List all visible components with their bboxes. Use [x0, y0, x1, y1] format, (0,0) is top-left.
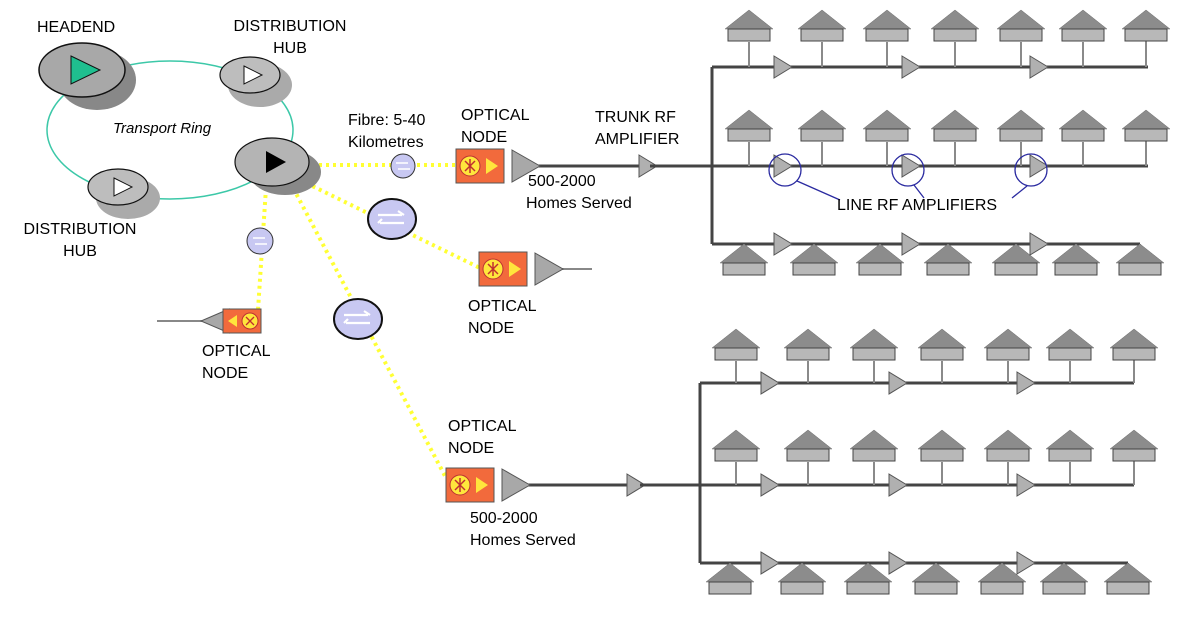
optical-node-left-label-line2: NODE [202, 365, 249, 382]
houses-row-1 [724, 9, 1171, 67]
trunk-rf-amplifier-label-line2: AMPLIFIER [595, 131, 680, 148]
houses-row-6 [705, 562, 1153, 595]
trunk-network-bottom [640, 328, 1159, 595]
line-amplifiers-bottom [760, 371, 1036, 575]
fibre-coupler-large-low [333, 298, 383, 340]
distribution-hub-top-label: DISTRIBUTION HUB [222, 16, 358, 60]
distribution-hub-top-label-line1: DISTRIBUTION [233, 18, 347, 35]
fibre-label-line2: Kilometres [348, 134, 424, 151]
optical-node-bottom-label-line2: NODE [448, 440, 495, 457]
optical-node-mid-label-line1: OPTICAL [468, 298, 537, 315]
distribution-hub-left-icon [87, 168, 160, 219]
line-rf-amplifiers-label: LINE RF AMPLIFIERS [837, 197, 998, 214]
fibre-coupler-small-left [246, 227, 274, 255]
houses-row-2 [724, 109, 1171, 166]
line-amplifiers-top [773, 55, 1049, 256]
headend-icon [38, 42, 136, 110]
distribution-hub-center-icon [234, 137, 321, 195]
headend-label: HEADEND [37, 19, 116, 36]
optical-node-left-label: OPTICAL NODE [202, 341, 270, 385]
optical-node-bottom [445, 467, 646, 503]
homes-served-top-label: 500-2000 Homes Served [526, 171, 632, 215]
distribution-hub-top-label-line2: HUB [273, 40, 307, 57]
optical-node-mid-label: OPTICAL NODE [468, 296, 536, 340]
distribution-hub-left-label-line2: HUB [63, 243, 97, 260]
optical-node-left [157, 308, 262, 334]
optical-node-top-label-line1: OPTICAL [461, 107, 530, 124]
homes-served-bottom-count: 500-2000 [470, 510, 538, 527]
fibre-coupler-small-top [390, 153, 416, 179]
distribution-hub-top-icon [219, 56, 292, 107]
fibre-coupler-large-mid [367, 198, 417, 240]
houses-row-3 [719, 243, 1165, 276]
trunk-network-top [650, 9, 1171, 276]
fibre-label-line1: Fibre: 5-40 [348, 112, 426, 129]
optical-node-bottom-label: OPTICAL NODE [448, 416, 516, 460]
line-rf-amplifier-callouts [768, 153, 1048, 201]
fibre-label: Fibre: 5-40 Kilometres [348, 110, 425, 154]
homes-served-top-count: 500-2000 [528, 173, 596, 190]
optical-node-left-label-line1: OPTICAL [202, 343, 271, 360]
trunk-rf-amplifier-label-line1: TRUNK RF [595, 109, 676, 126]
optical-node-top [455, 148, 658, 184]
optical-node-mid-label-line2: NODE [468, 320, 515, 337]
homes-served-bottom-label: 500-2000 Homes Served [470, 508, 576, 552]
optical-node-mid [478, 251, 592, 287]
transport-ring-label: Transport Ring [113, 120, 212, 137]
trunk-rf-amplifier-label: TRUNK RF AMPLIFIER [595, 107, 679, 151]
optical-node-top-label: OPTICAL NODE [461, 105, 529, 149]
transport-ring [46, 60, 294, 200]
homes-served-bottom-text: Homes Served [470, 532, 576, 549]
optical-node-top-label-line2: NODE [461, 129, 508, 146]
optical-node-bottom-label-line1: OPTICAL [448, 418, 517, 435]
homes-served-top-text: Homes Served [526, 195, 632, 212]
houses-row-5 [711, 429, 1159, 485]
houses-row-4 [711, 328, 1159, 383]
distribution-hub-left-label: DISTRIBUTION HUB [12, 219, 148, 263]
distribution-hub-left-label-line1: DISTRIBUTION [23, 221, 137, 238]
